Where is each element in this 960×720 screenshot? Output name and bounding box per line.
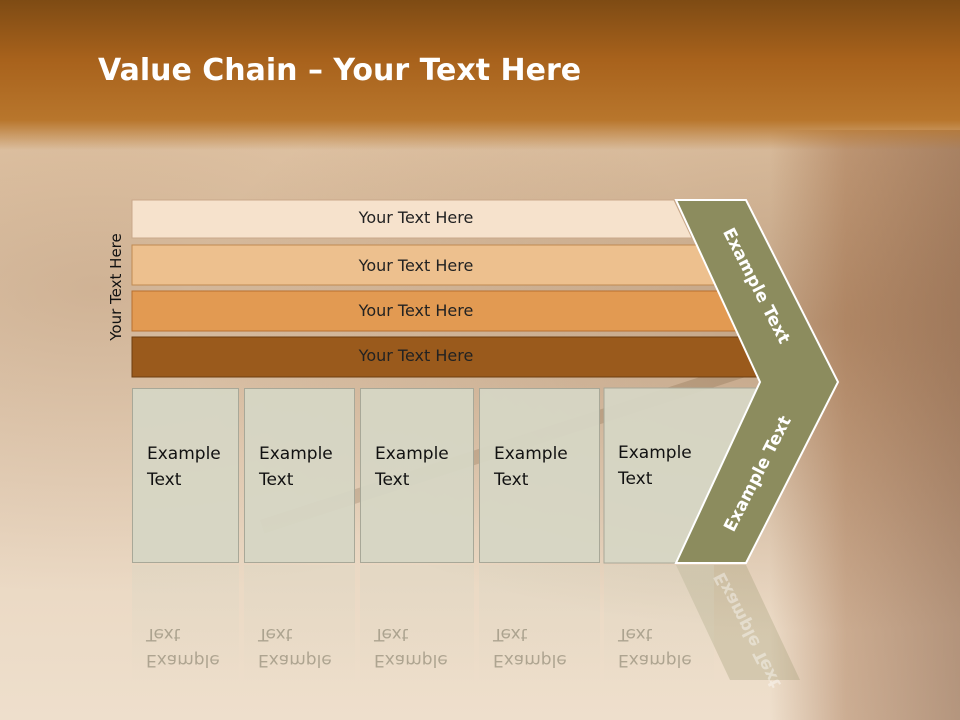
example-box-4[interactable]: Example Text <box>479 388 600 563</box>
box-2-line-2: Text <box>259 470 294 490</box>
box-3-line-1: Example <box>375 444 449 464</box>
chevron-shape[interactable] <box>674 199 840 564</box>
box-5-line-2: Text <box>618 469 653 489</box>
chevron-reflection <box>676 565 800 680</box>
box-3-line-2: Text <box>375 470 410 490</box>
box-5-reflection-line-2: Text <box>618 624 653 644</box>
box-1-reflection-line-2: Text <box>146 624 181 644</box>
box-2-reflection-line-1: Example <box>258 650 332 670</box>
box-1-reflection-line-1: Example <box>146 650 220 670</box>
box-4-reflection-line-2: Text <box>493 624 528 644</box>
title-bold: Value Chain <box>98 53 298 88</box>
row-label-4: Your Text Here <box>358 346 474 365</box>
box-5-reflection: Example Text <box>604 565 714 685</box>
row-label-3: Your Text Here <box>358 301 474 320</box>
slide-title[interactable]: Value Chain – Your Text Here <box>98 53 581 88</box>
box-1-reflection: Example Text <box>132 565 239 685</box>
box-2-reflection: Example Text <box>244 565 355 685</box>
title-rest: – Your Text Here <box>297 53 582 88</box>
row-label-1: Your Text Here <box>358 208 474 227</box>
example-box-2[interactable]: Example Text <box>244 388 355 563</box>
box-4-reflection: Example Text <box>479 565 600 685</box>
title-band <box>0 0 960 150</box>
box-4-line-2: Text <box>494 470 529 490</box>
box-3-reflection-line-1: Example <box>374 650 448 670</box>
box-2-reflection-line-2: Text <box>258 624 293 644</box>
row-label-2: Your Text Here <box>358 256 474 275</box>
box-5-line-1: Example <box>618 443 692 463</box>
row-bar-1[interactable] <box>131 199 693 239</box>
example-box-1[interactable]: Example Text <box>132 388 239 563</box>
box-2-line-1: Example <box>259 444 333 464</box>
example-box-5[interactable]: Example Text <box>604 388 714 563</box>
box-3-reflection-line-2: Text <box>374 624 409 644</box>
box-4-line-1: Example <box>494 444 568 464</box>
box-3-reflection: Example Text <box>360 565 474 685</box>
box-4-reflection-line-1: Example <box>493 650 567 670</box>
box-1-line-1: Example <box>147 444 221 464</box>
example-box-3[interactable]: Example Text <box>360 388 474 563</box>
box-1-line-2: Text <box>147 470 182 490</box>
box-5-reflection-line-1: Example <box>618 650 692 670</box>
